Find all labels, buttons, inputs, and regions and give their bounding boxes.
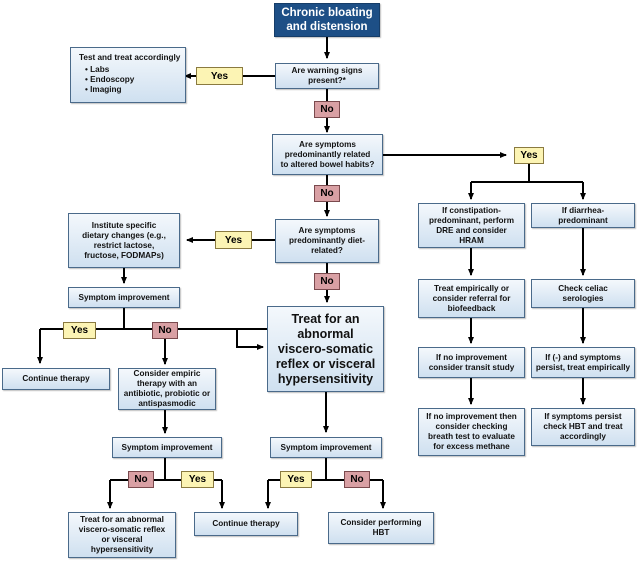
test-item: Imaging [85,85,134,95]
persist-hbt-box: If symptoms persist check HBT and treat … [531,408,635,446]
consider-hbt: Consider performing HBT [328,512,434,544]
no-label-diet: No [314,273,340,290]
yes-label-improve2: Yes [181,471,214,488]
yes-label-warning: Yes [196,67,243,85]
yes-label-improve1: Yes [63,322,96,339]
transit-study-box: If no improvement consider transit study [418,347,525,378]
start-node: Chronic bloating and distension [274,3,380,37]
continue-therapy-2: Continue therapy [194,512,298,536]
test-item: Labs [85,65,134,75]
test-item: Endoscopy [85,75,134,85]
constipation-box: If constipation- predominant, perform DR… [418,203,525,248]
celiac-negative-box: If (-) and symptoms persist, treat empir… [531,347,635,378]
symptom-improvement-1: Symptom improvement [68,287,180,308]
test-treat-title: Test and treat accordingly [79,53,181,62]
warning-question: Are warning signs present?* [275,63,379,89]
no-label-improve2: No [128,471,154,488]
symptom-improvement-2: Symptom improvement [112,437,222,458]
celiac-box: Check celiac serologies [531,279,635,308]
yes-label-diet: Yes [215,231,252,249]
yes-label-improve3: Yes [280,471,312,488]
symptom-improvement-3: Symptom improvement [270,437,382,458]
empiric-therapy-box: Consider empiric therapy with an antibio… [118,368,216,410]
diarrhea-box: If diarrhea- predominant [531,203,635,228]
arrow-no-to-treat-big [236,329,264,350]
diet-question: Are symptoms predominantly diet- related… [275,219,379,263]
no-label-improve3: No [344,471,370,488]
no-label-warning: No [314,101,340,118]
yes-label-bowel: Yes [514,147,544,164]
treat-viscero-small: Treat for an abnormal viscero-somatic re… [68,512,176,558]
continue-therapy-1: Continue therapy [2,368,110,390]
treat-viscero-big: Treat for an abnormal viscero-somatic re… [267,306,384,392]
diet-changes-box: Institute specific dietary changes (e.g.… [68,213,180,268]
bowel-question: Are symptoms predominantly related to al… [272,134,383,175]
no-label-improve1: No [152,322,178,339]
breath-test-box: If no improvement then consider checking… [418,408,525,456]
treat-empirically-box: Treat empirically or consider referral f… [418,279,525,318]
no-label-bowel: No [314,185,340,202]
test-treat-box: Test and treat accordingly Labs Endoscop… [70,47,186,103]
